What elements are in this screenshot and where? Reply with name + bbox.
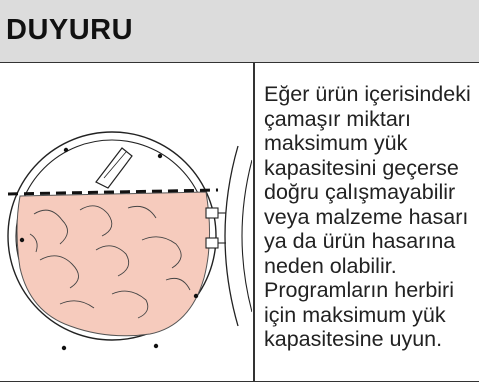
max-load-line — [7, 188, 219, 196]
drum-paddle — [95, 147, 133, 189]
notice-text: Eğer ürün içerisindeki çamaşır miktarı m… — [264, 82, 471, 351]
drum-outer-ring — [7, 131, 217, 341]
door-arc-inner — [241, 159, 252, 313]
hinge-bottom — [205, 237, 219, 249]
laundry-pile — [16, 191, 211, 337]
hinge-top — [205, 207, 219, 219]
notice-header: DUYURU — [0, 0, 479, 62]
notice-title: DUYURU — [6, 14, 134, 46]
door-arc — [224, 145, 239, 327]
column-divider — [253, 62, 255, 382]
notice-body — [0, 62, 479, 382]
overloaded-drum-icon — [7, 131, 252, 351]
